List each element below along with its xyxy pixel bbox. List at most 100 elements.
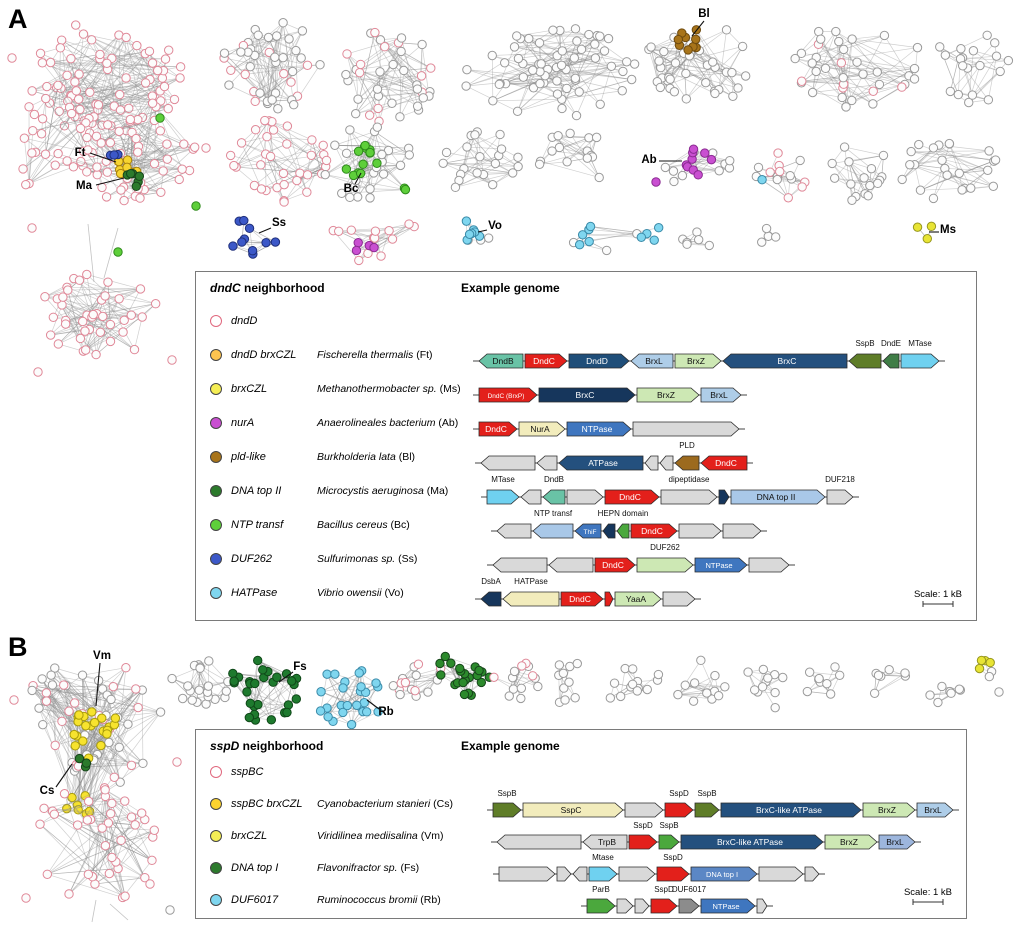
- network-edge: [125, 37, 143, 118]
- network-edge: [267, 52, 270, 104]
- gene-arrow: [916, 802, 954, 818]
- network-node: [279, 197, 289, 207]
- network-edge: [68, 812, 142, 895]
- network-node: [371, 678, 381, 688]
- network-node: [370, 27, 380, 38]
- network-edge: [94, 877, 145, 885]
- network-node: [591, 132, 602, 143]
- network-edge: [49, 39, 92, 104]
- network-node: [771, 232, 781, 242]
- network-node: [226, 65, 236, 76]
- category-label: DUF262: [231, 553, 272, 565]
- network-edge: [911, 151, 996, 161]
- network-edge: [558, 135, 589, 139]
- network-node: [131, 181, 142, 192]
- gene-arrow: [690, 866, 758, 882]
- network-edge: [466, 146, 493, 185]
- gene-arrow: [862, 802, 916, 818]
- network-node: [27, 148, 37, 158]
- network-edge: [685, 73, 739, 89]
- network-node: [765, 167, 775, 177]
- network-node: [713, 691, 724, 701]
- network-node: [42, 81, 52, 92]
- network-edge: [266, 136, 312, 141]
- network-edge: [89, 724, 129, 812]
- network-node: [155, 113, 165, 123]
- network-node: [279, 179, 289, 190]
- network-cluster: [743, 664, 788, 713]
- network-node: [284, 34, 294, 44]
- network-node: [261, 237, 271, 248]
- network-edge: [816, 57, 880, 85]
- network-node: [906, 146, 916, 157]
- gene-arrow: [758, 866, 804, 882]
- network-edge: [273, 129, 326, 167]
- network-node: [245, 61, 255, 72]
- network-node: [194, 685, 204, 695]
- network-edge: [267, 52, 270, 102]
- network-edge: [369, 152, 405, 189]
- network-edge: [514, 46, 558, 57]
- network-node: [219, 48, 230, 58]
- network-edge: [98, 104, 190, 171]
- network-edge: [561, 57, 596, 66]
- network-edge: [50, 62, 107, 64]
- gene-arrow: [498, 866, 556, 882]
- network-node: [244, 223, 255, 234]
- svg-text: DUF262: [650, 543, 680, 552]
- network-edge: [357, 64, 394, 100]
- network-node: [132, 40, 142, 51]
- gene-arrow: [480, 455, 536, 471]
- network-node: [464, 229, 475, 240]
- network-edge: [958, 65, 981, 95]
- network-node: [866, 163, 877, 174]
- network-edge: [74, 53, 146, 117]
- network-edge: [561, 79, 632, 100]
- network-node: [847, 95, 857, 106]
- network-node: [364, 110, 375, 120]
- network-node: [267, 95, 277, 105]
- network-edge: [474, 134, 519, 158]
- network-edge: [199, 681, 228, 691]
- network-node: [162, 139, 172, 149]
- network-edge: [54, 711, 70, 746]
- network-node: [56, 35, 67, 45]
- network-edge: [200, 666, 227, 692]
- network-edge: [812, 92, 843, 98]
- network-edge: [24, 138, 30, 184]
- network-edge: [663, 51, 732, 73]
- network-edge: [815, 57, 853, 101]
- network-node: [57, 716, 67, 727]
- network-node: [942, 170, 952, 180]
- network-edge: [39, 796, 106, 825]
- network-edge: [91, 899, 97, 923]
- svg-text: DNA top I: [706, 870, 738, 879]
- genome-abbr: (Bl): [395, 451, 416, 463]
- network-edge: [71, 711, 161, 798]
- network-node: [884, 665, 894, 675]
- network-edge: [35, 107, 70, 153]
- network-edge: [466, 134, 501, 148]
- network-node: [358, 159, 368, 169]
- network-edge: [266, 136, 327, 161]
- cluster-label-pointer: [354, 172, 362, 185]
- network-edge: [311, 139, 323, 174]
- network-edge: [241, 142, 262, 190]
- network-edge: [43, 808, 153, 861]
- category-label: DNA top I: [231, 862, 279, 874]
- svg-text: DUF218: [825, 475, 855, 484]
- network-edge: [848, 155, 884, 163]
- network-node: [701, 77, 711, 88]
- network-edge: [103, 227, 119, 279]
- network-edge: [39, 823, 126, 897]
- network-node: [353, 146, 364, 156]
- network-edge: [104, 787, 124, 898]
- network-node: [145, 879, 155, 889]
- network-edge: [44, 701, 144, 764]
- network-node: [836, 58, 847, 68]
- network-cluster: [35, 783, 159, 903]
- network-node: [239, 215, 249, 226]
- svg-text: SspD: [669, 789, 689, 798]
- network-edge: [695, 39, 713, 63]
- network-edge: [320, 672, 360, 693]
